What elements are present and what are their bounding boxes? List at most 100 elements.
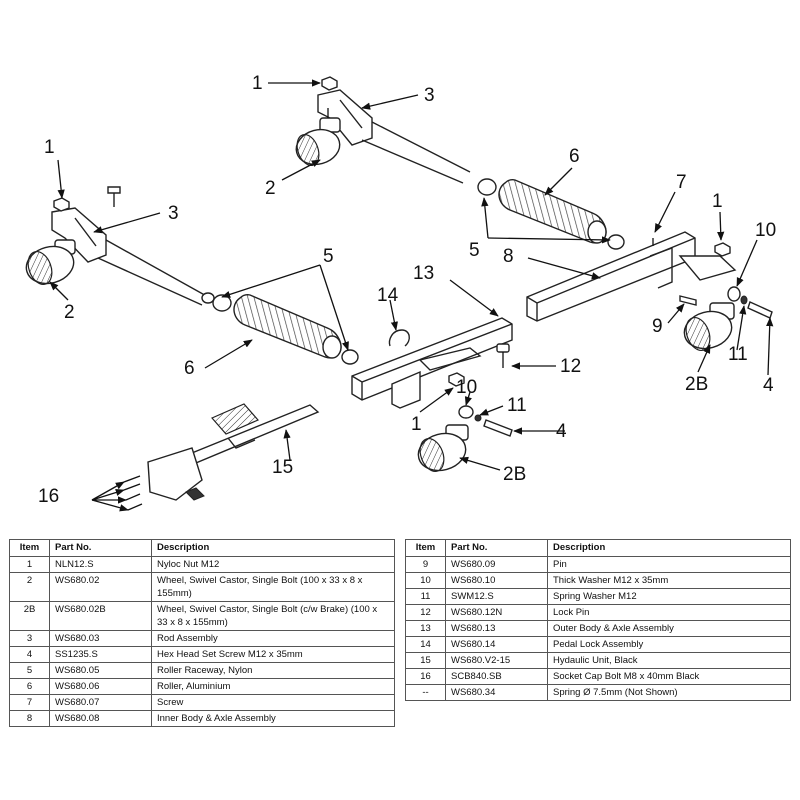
- cell-description: Roller, Aluminium: [151, 678, 395, 695]
- cell-part-no: WS680.13: [445, 620, 548, 637]
- lock-pin-12: [496, 343, 510, 368]
- cell-item: 16: [405, 668, 446, 685]
- cell-description: Hydaulic Unit, Black: [547, 652, 791, 669]
- callout-5: 5: [323, 246, 334, 267]
- cell-part-no: WS680.05: [49, 662, 152, 679]
- header-part-no: Part No.: [49, 539, 152, 557]
- cell-description: Lock Pin: [547, 604, 791, 621]
- cell-part-no: WS680.09: [445, 556, 548, 573]
- cell-description: Pin: [547, 556, 791, 573]
- cell-part-no: WS680.34: [445, 684, 548, 701]
- bolt-loose: [107, 186, 121, 207]
- raceway-top: [477, 178, 625, 250]
- callout-4: 4: [763, 375, 774, 396]
- callout-2B: 2B: [685, 374, 708, 395]
- cell-item: 12: [405, 604, 446, 621]
- roller-bottom: [233, 293, 342, 359]
- callout-15: 15: [272, 457, 293, 478]
- callout-4: 4: [556, 421, 567, 442]
- callout-13: 13: [413, 263, 434, 284]
- callout-12: 12: [560, 356, 581, 377]
- cell-description: Spring Ø 7.5mm (Not Shown): [547, 684, 791, 701]
- cell-item: 14: [405, 636, 446, 653]
- callout-11: 11: [728, 344, 748, 365]
- callout-1: 1: [44, 137, 55, 158]
- socket-bolts-16: [123, 475, 143, 511]
- cell-part-no: SCB840.SB: [445, 668, 548, 685]
- cell-part-no: SWM12.S: [445, 588, 548, 605]
- leader-lines: [49, 79, 774, 512]
- table-header-row: Item Part No. Description: [9, 539, 395, 557]
- cell-item: 5: [9, 662, 50, 679]
- cell-description: Hex Head Set Screw M12 x 35mm: [151, 646, 395, 663]
- header-description: Description: [547, 539, 791, 557]
- callout-9: 9: [652, 316, 663, 337]
- pin-9: [679, 295, 697, 306]
- callout-2: 2: [64, 302, 75, 323]
- cell-description: Thick Washer M12 x 35mm: [547, 572, 791, 589]
- cell-description: Roller Raceway, Nylon: [151, 662, 395, 679]
- cell-part-no: WS680.12N: [445, 604, 548, 621]
- callout-8: 8: [503, 246, 514, 267]
- callout-14: 14: [377, 285, 399, 306]
- cell-item: 13: [405, 620, 446, 637]
- cell-part-no: WS680.14: [445, 636, 548, 653]
- cell-part-no: WS680.08: [49, 710, 152, 727]
- cell-description: Spring Washer M12: [547, 588, 791, 605]
- cell-item: 3: [9, 630, 50, 647]
- castor-wheel-bottom-brake: [417, 372, 469, 473]
- cell-part-no: NLN12.S: [49, 556, 152, 573]
- cell-description: Pedal Lock Assembly: [547, 636, 791, 653]
- cell-description: Inner Body & Axle Assembly: [151, 710, 395, 727]
- cell-part-no: WS680.07: [49, 694, 152, 711]
- header-description: Description: [151, 539, 395, 557]
- header-part-no: Part No.: [445, 539, 548, 557]
- callout-16: 16: [38, 486, 59, 507]
- rod-assembly-top: [317, 89, 471, 184]
- header-item: Item: [9, 539, 50, 557]
- callout-1: 1: [252, 73, 263, 94]
- washer-bolt-bottom: [458, 405, 513, 437]
- cell-item: 2: [9, 572, 50, 602]
- cell-item: 4: [9, 646, 50, 663]
- cell-part-no: SS1235.S: [49, 646, 152, 663]
- cell-part-no: WS680.03: [49, 630, 152, 647]
- cell-item: 8: [9, 710, 50, 727]
- cell-item: 2B: [9, 601, 50, 631]
- callout-5: 5: [469, 240, 480, 261]
- callout-3: 3: [168, 203, 179, 224]
- rod-assembly-left: [51, 207, 211, 306]
- callout-6: 6: [184, 358, 195, 379]
- cell-item: 11: [405, 588, 446, 605]
- callout-10: 10: [755, 220, 776, 241]
- cell-part-no: WS680.02: [49, 572, 152, 602]
- castor-wheel-right-brake: [683, 242, 735, 352]
- cell-description: Nyloc Nut M12: [151, 556, 395, 573]
- cell-part-no: WS680.V2-15: [445, 652, 548, 669]
- callout-7: 7: [676, 172, 687, 193]
- cell-description: Rod Assembly: [151, 630, 395, 647]
- cell-description: Outer Body & Axle Assembly: [547, 620, 791, 637]
- castor-wheel-left: [25, 239, 76, 286]
- roller-top: [498, 178, 607, 244]
- callout-3: 3: [424, 85, 435, 106]
- cell-item: --: [405, 684, 446, 701]
- cell-description: Wheel, Swivel Castor, Single Bolt (c/w B…: [151, 601, 395, 631]
- header-item: Item: [405, 539, 446, 557]
